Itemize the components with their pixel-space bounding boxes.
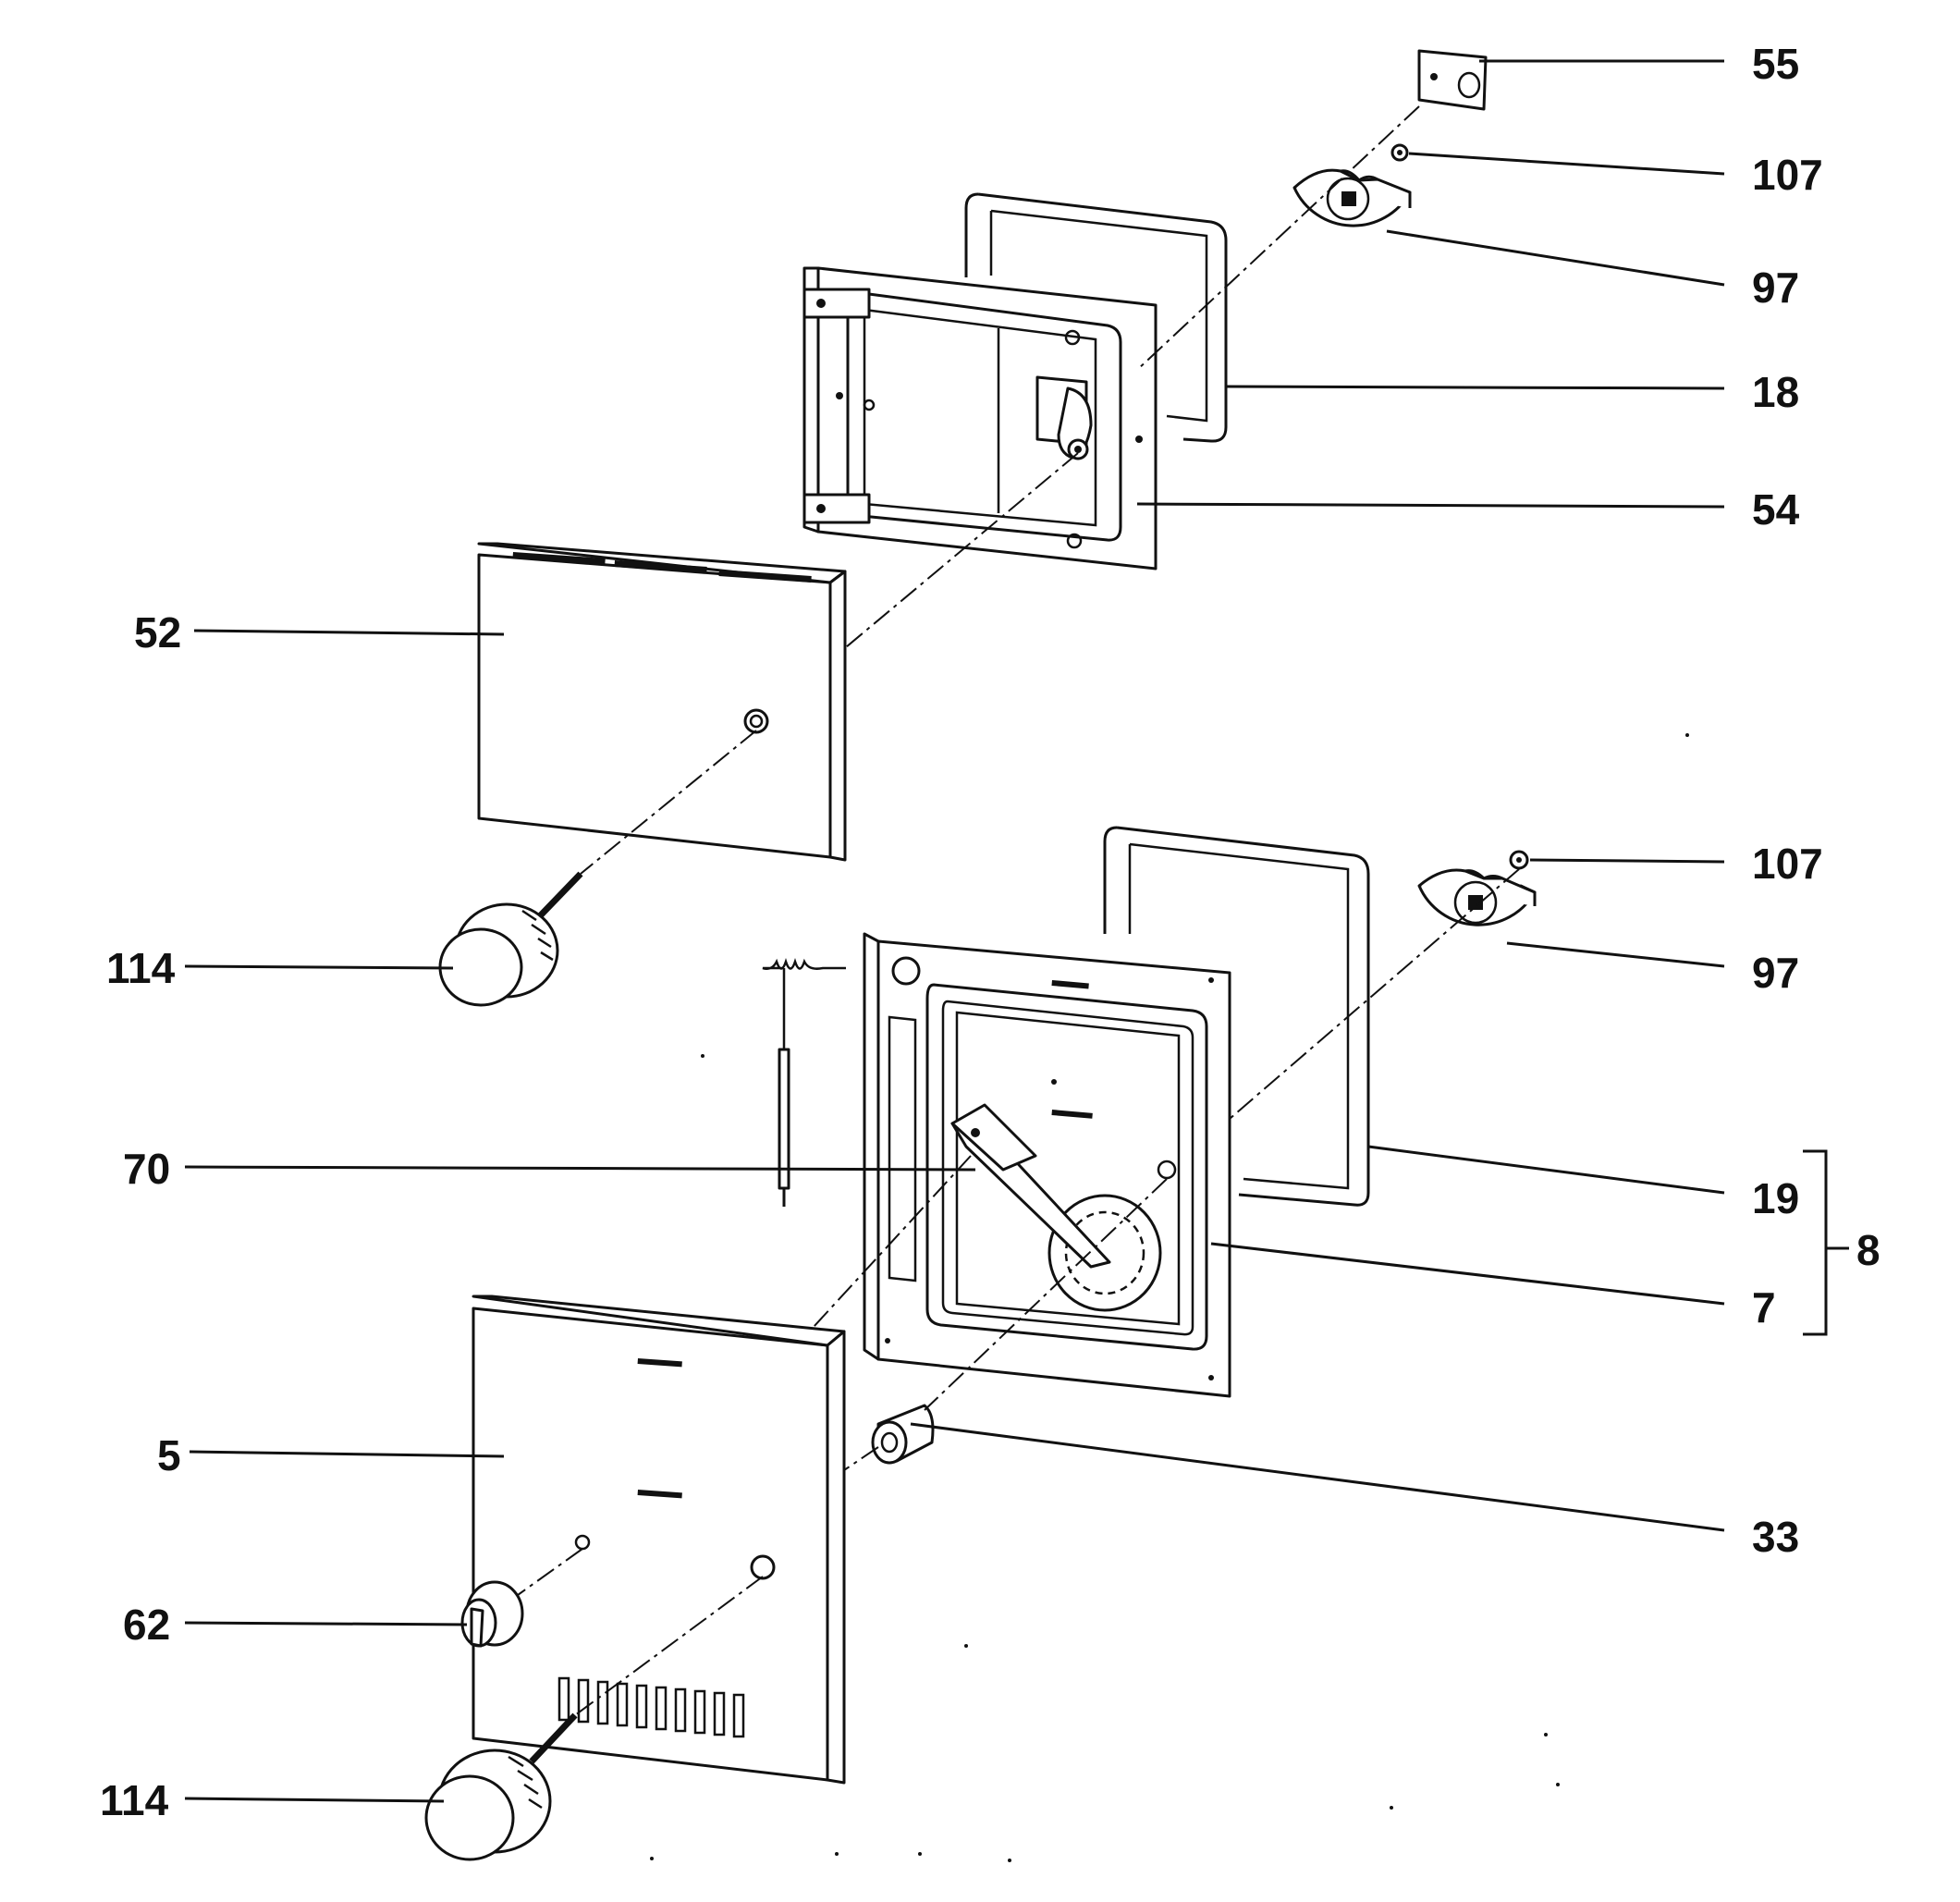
callout-5: 5: [157, 1431, 181, 1479]
part-19-gasket-frame: [1103, 826, 1370, 1207]
part-114-knob-bottom: [424, 1712, 578, 1861]
assembly-axis-lines: [517, 105, 1520, 1716]
part-97-cam-top: [1292, 168, 1412, 227]
callout-97-top: 97: [1752, 264, 1799, 312]
callout-52: 52: [134, 608, 181, 656]
callout-114-top: 114: [106, 944, 176, 992]
part-52-outer-door-panel: [477, 542, 847, 862]
part-107-nut-mid: [1509, 850, 1529, 870]
callout-33: 33: [1752, 1513, 1799, 1561]
part-54-door-inner-panel: [802, 266, 1158, 571]
part-5-vent-slots: [557, 1676, 745, 1738]
callout-54: 54: [1752, 485, 1800, 534]
part-5-outer-door-panel: [472, 1295, 846, 1785]
part-62-selector-knob: [460, 1580, 524, 1648]
callout-97-mid: 97: [1752, 949, 1799, 997]
callout-62: 62: [123, 1601, 170, 1649]
callout-55: 55: [1752, 40, 1799, 88]
callout-114-bottom: 114: [100, 1776, 169, 1824]
callout-107-mid: 107: [1752, 840, 1823, 888]
callout-19: 19: [1752, 1174, 1799, 1222]
part-33-bulb: [871, 1404, 935, 1465]
callout-107-top: 107: [1752, 151, 1823, 199]
callout-8: 8: [1856, 1226, 1880, 1274]
scan-speckles: [650, 733, 1689, 1862]
callout-7: 7: [1752, 1283, 1776, 1331]
part-97-cam-mid: [1417, 868, 1537, 926]
part-55-bracket: [1417, 49, 1488, 111]
part-114-knob-top: [438, 871, 583, 1007]
callout-70: 70: [123, 1145, 170, 1193]
part-7-inner-door-panel: [863, 932, 1231, 1398]
thermostat-probe-wire: [762, 958, 846, 1207]
leader-lines: [184, 59, 1849, 1803]
part-107-nut-top: [1390, 143, 1409, 162]
callout-numbers: 55 107 97 18 54 52 114 107 97 70 19 8 7 …: [100, 40, 1880, 1824]
callout-18: 18: [1752, 368, 1799, 416]
